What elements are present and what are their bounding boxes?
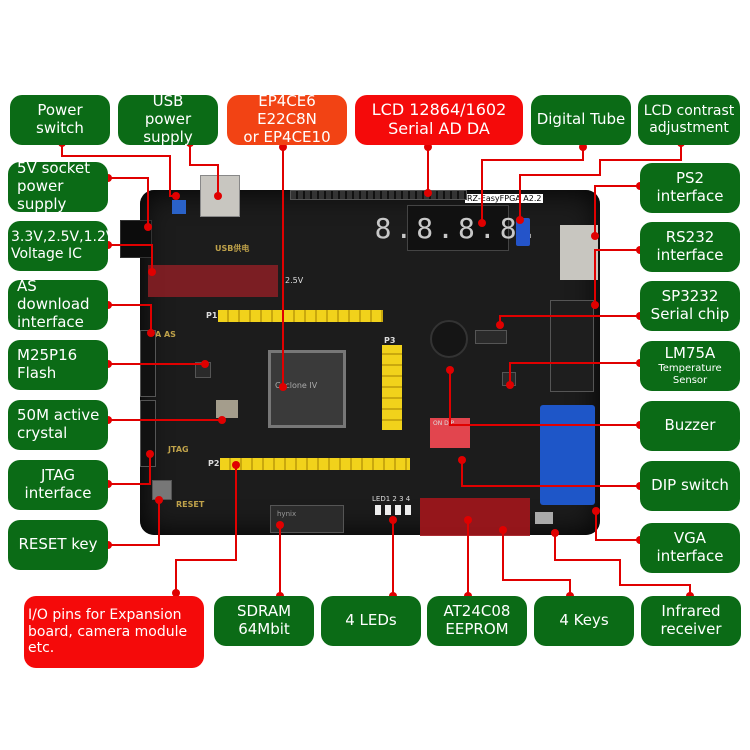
p2-silk: P2 bbox=[208, 459, 220, 468]
dc-socket bbox=[120, 220, 152, 258]
label-lm75a: LM75A Temperature Sensor bbox=[640, 341, 740, 391]
label-sdram: SDRAM 64Mbit bbox=[214, 596, 314, 646]
label-crystal: 50M active crystal bbox=[8, 400, 108, 450]
jtag-header bbox=[140, 400, 156, 467]
sdram-chip-text: hynix bbox=[277, 510, 297, 518]
label-lm75a-subtitle: Temperature Sensor bbox=[658, 363, 722, 386]
p3-silk: P3 bbox=[384, 336, 396, 345]
label-infrared: Infrared receiver bbox=[641, 596, 741, 646]
jtag-silk: JTAG bbox=[168, 445, 189, 454]
label-voltage-ic: 3.3V,2.5V,1.2V Voltage IC bbox=[8, 221, 115, 271]
usb-silk: USB供电 bbox=[215, 244, 250, 253]
ps2-connector bbox=[560, 225, 598, 280]
fpga-chip: Cyclone IV bbox=[268, 350, 346, 428]
label-ps2: PS2 interface bbox=[640, 163, 740, 213]
reset-button bbox=[152, 480, 172, 500]
voltage-silk: 2.5V bbox=[285, 276, 304, 285]
label-reset-key: RESET key bbox=[8, 520, 108, 570]
dip-silk: ON DIP bbox=[433, 420, 455, 427]
lcd-header bbox=[290, 190, 467, 200]
as-silk: A AS bbox=[155, 330, 176, 339]
power-switch bbox=[172, 200, 186, 214]
label-buzzer: Buzzer bbox=[640, 401, 740, 451]
sdram-chip: hynix bbox=[270, 505, 344, 533]
label-rs232: RS232 interface bbox=[640, 222, 740, 272]
fpga-board: RZ-EasyFPGA A2.2 8.8.8.8. USB供电 2.5V P1 … bbox=[120, 175, 600, 536]
label-digital-tube: Digital Tube bbox=[531, 95, 631, 145]
sp3232-chip bbox=[475, 330, 507, 344]
p1-header bbox=[218, 310, 383, 322]
label-5v-socket: 5V socket power supply bbox=[8, 160, 108, 213]
label-usb-power-supply: USB power supply bbox=[118, 93, 218, 146]
label-power-switch: Power switch bbox=[10, 95, 110, 145]
voltage-regulators bbox=[148, 265, 278, 297]
label-4-keys: 4 Keys bbox=[534, 596, 634, 646]
label-as-download: AS download interface bbox=[8, 278, 108, 331]
vga-connector bbox=[540, 405, 595, 505]
leader-vga bbox=[595, 511, 640, 541]
leds-silk: LED1 2 3 4 bbox=[372, 495, 411, 503]
label-jtag: JTAG interface bbox=[8, 460, 108, 510]
p1-silk: P1 bbox=[206, 311, 218, 320]
fpga-chip-text: Cyclone IV bbox=[275, 381, 318, 390]
dip-switch: ON DIP bbox=[430, 418, 470, 448]
label-io-pins: I/O pins for Expansion board, camera mod… bbox=[24, 596, 204, 668]
lm75a-chip bbox=[502, 372, 516, 386]
usb-connector bbox=[200, 175, 240, 217]
flash-chip bbox=[195, 362, 211, 378]
buzzer bbox=[430, 320, 468, 358]
label-eeprom: AT24C08 EEPROM bbox=[427, 596, 527, 646]
leader-keys bbox=[502, 530, 571, 596]
label-fpga: EP4CE6 E22C8N or EP4CE10 bbox=[227, 93, 347, 146]
push-keys bbox=[420, 498, 530, 536]
board-model: RZ-EasyFPGA A2.2 bbox=[465, 194, 544, 203]
crystal bbox=[216, 400, 238, 418]
as-header bbox=[140, 330, 156, 397]
label-m25p16: M25P16 Flash bbox=[8, 340, 108, 390]
label-lcd-contrast: LCD contrast adjustment bbox=[638, 95, 740, 145]
leds bbox=[375, 505, 415, 515]
label-lcd-serial: LCD 12864/1602 Serial AD DA bbox=[355, 95, 523, 145]
leader-rs232 bbox=[594, 249, 640, 305]
label-dip-switch: DIP switch bbox=[640, 461, 740, 511]
ir-receiver bbox=[535, 512, 553, 524]
label-sp3232: SP3232 Serial chip bbox=[640, 281, 740, 331]
reset-silk: RESET bbox=[176, 500, 205, 509]
label-vga: VGA interface bbox=[640, 523, 740, 573]
p2-header bbox=[220, 458, 410, 470]
leader-ps2 bbox=[594, 185, 640, 236]
seven-segment-display: 8.8.8.8. bbox=[375, 205, 537, 251]
label-4-leds: 4 LEDs bbox=[321, 596, 421, 646]
label-lm75a-title: LM75A bbox=[664, 344, 716, 363]
rs232-connector bbox=[550, 300, 594, 392]
p3-header bbox=[382, 345, 402, 430]
contrast-potentiometer bbox=[516, 218, 530, 246]
